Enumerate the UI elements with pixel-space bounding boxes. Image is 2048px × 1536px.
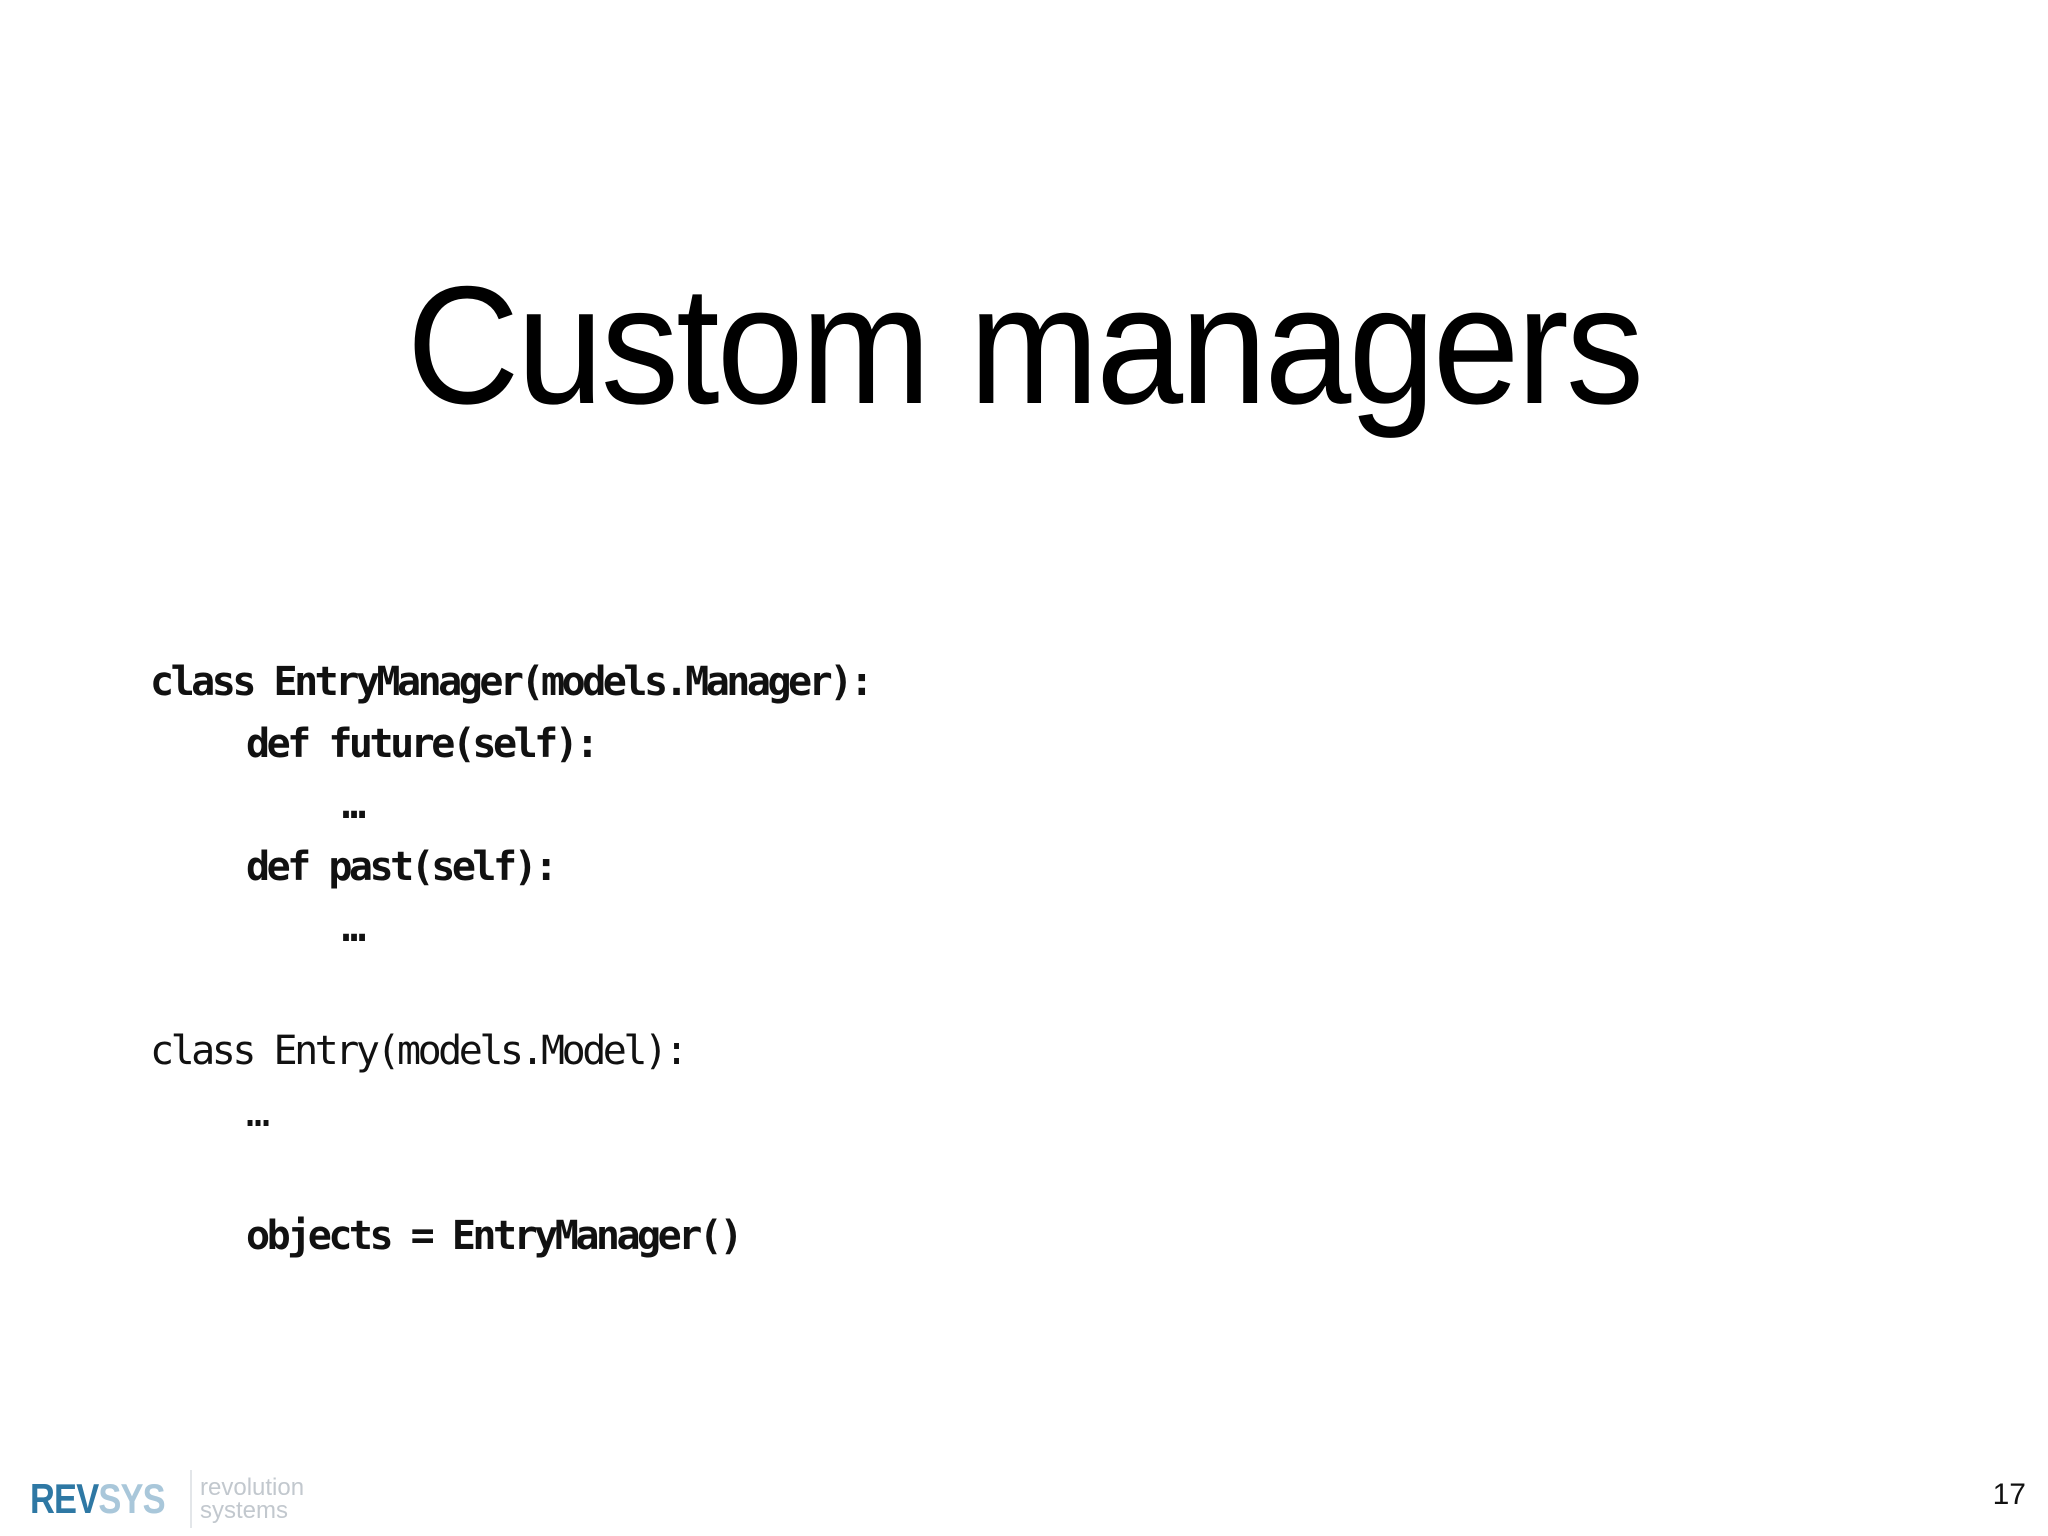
code-block: class EntryManager(models.Manager): def …: [150, 652, 874, 1267]
logo-sys-text: SYS: [98, 1475, 165, 1522]
code-line: def future(self):: [246, 720, 599, 767]
logo-rev-text: REV: [30, 1475, 99, 1522]
code-line: …: [246, 1089, 270, 1136]
code-line: def past(self):: [246, 843, 558, 890]
code-line: objects = EntryManager(): [246, 1212, 743, 1259]
tagline-line-2: systems: [200, 1497, 289, 1524]
page-number: 17: [1992, 1478, 2026, 1511]
slide-title: Custom managers: [406, 250, 1644, 439]
code-line: class EntryManager(models.Manager):: [150, 659, 874, 705]
revsys-logo: REVSYS revolution systems: [30, 1467, 304, 1531]
code-line-blank: [150, 960, 870, 1022]
logo-divider: [190, 1470, 192, 1528]
code-line-blank: [150, 1144, 870, 1206]
logo-tagline: revolution systems: [200, 1474, 305, 1524]
logo-wordmark: REVSYS: [30, 1475, 170, 1523]
code-line: …: [342, 905, 366, 951]
code-line: …: [342, 782, 366, 828]
code-line: class Entry(models.Model):: [150, 1028, 689, 1074]
tagline-line-1: revolution: [200, 1474, 305, 1501]
